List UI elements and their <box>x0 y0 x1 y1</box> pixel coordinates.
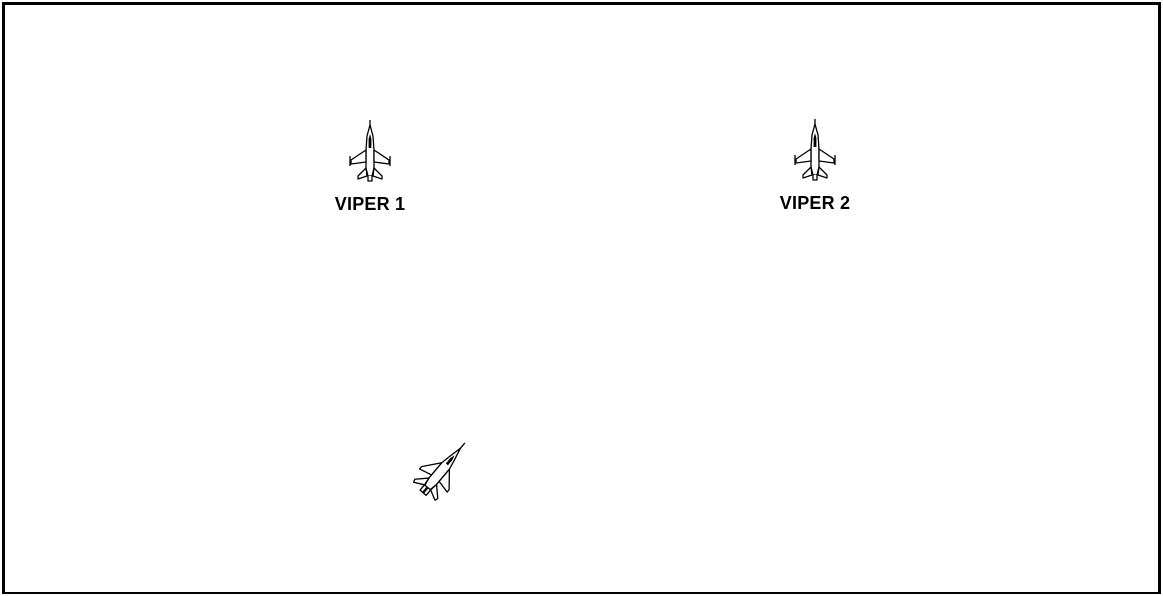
viper-1-unit: VIPER 1 <box>315 120 425 215</box>
fighter-jet-icon <box>407 435 479 503</box>
bandit-unit <box>407 435 479 503</box>
f16-jet-icon <box>793 119 837 183</box>
viper-2-label: VIPER 2 <box>760 193 870 214</box>
viper-1-label: VIPER 1 <box>315 194 425 215</box>
viper-2-unit: VIPER 2 <box>760 119 870 214</box>
f16-jet-icon <box>348 120 392 184</box>
